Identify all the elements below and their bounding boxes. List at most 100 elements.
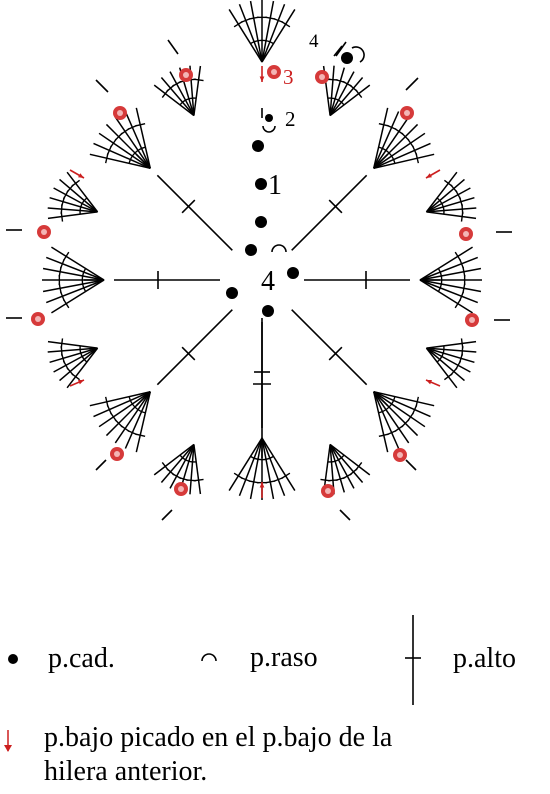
shell-stem [249, 0, 263, 63]
shell-stem [372, 391, 389, 453]
red-arrow-icon [78, 380, 84, 385]
shell-stem [261, 437, 275, 500]
shell-stem [89, 390, 151, 407]
side-shell-stem [169, 71, 195, 116]
bead-highlight [183, 72, 189, 78]
shell-stem [419, 267, 482, 281]
side-shell-stem [59, 347, 99, 382]
shell-tick [62, 251, 70, 261]
side-shell-stem [160, 443, 195, 483]
side-shell-stem [329, 71, 355, 116]
chain-dot-icon [226, 287, 238, 299]
center-ring [226, 45, 365, 317]
side-shell-stem [426, 347, 475, 364]
side-shell-tick [60, 338, 64, 349]
dc-spoke [156, 309, 233, 386]
bead-highlight [35, 316, 41, 322]
shell-stem [419, 246, 473, 281]
side-shell-arc [327, 97, 345, 106]
shell-stem [419, 256, 479, 281]
dc-spoke [291, 174, 368, 251]
side-shell-stem [329, 443, 364, 483]
shell-stem [373, 132, 426, 169]
shell-stem [42, 267, 105, 281]
side-shell-stem [153, 84, 195, 117]
side-shell-stem [425, 347, 458, 389]
slip-stitch-icon [351, 46, 365, 63]
side-shell-stem [49, 196, 98, 213]
row-label-2: 2 [285, 107, 296, 131]
shell-stem [419, 279, 479, 304]
legend-slip-label: p.raso [250, 642, 318, 673]
shell-stem [45, 256, 105, 281]
bead-highlight [319, 74, 325, 80]
shell-stem [238, 3, 263, 63]
shell-stem [124, 391, 151, 449]
shell-arc [378, 396, 396, 414]
side-shell-stem [153, 443, 195, 476]
side-shell-stem [329, 444, 346, 493]
side-shell-stem [59, 178, 99, 213]
shell-stem [135, 391, 152, 453]
chain-dot-icon [245, 244, 257, 256]
side-shell-stem [66, 171, 99, 213]
bead-highlight [469, 317, 475, 323]
side-shell-stem [426, 347, 477, 353]
shell-stem [261, 9, 296, 63]
bead-highlight [271, 69, 277, 75]
chain-dash [373, 391, 389, 407]
shell-tick [378, 433, 389, 438]
side-shell-tick [161, 461, 169, 471]
legend: p.cad. p.raso p.alto p.bajo picado en el… [4, 615, 516, 787]
shell-stem [98, 391, 151, 428]
dc-spoke [156, 174, 233, 251]
side-shell-stem [47, 207, 98, 213]
chain-dot-icon [255, 216, 267, 228]
side-shell-arc [436, 197, 445, 215]
red-arrow-icon [259, 482, 265, 488]
side-shell-stem [49, 347, 98, 364]
side-shell-stem [425, 347, 465, 382]
side-shell-arc [79, 345, 88, 363]
side-shell-tick [71, 179, 81, 187]
shell-stem [373, 111, 400, 169]
legend-dc-label: p.alto [453, 643, 516, 674]
side-shell-stem [193, 65, 202, 116]
shell-stem [135, 107, 152, 169]
arc-icon [201, 653, 217, 662]
filled-dot-icon [8, 654, 18, 664]
dc-crossbar [181, 199, 196, 214]
side-shell-stem [47, 211, 98, 220]
bead-highlight [463, 231, 469, 237]
row-label-1: 1 [268, 170, 282, 201]
shell-stem [42, 279, 105, 293]
bead-highlight [178, 486, 184, 492]
bead-highlight [117, 110, 123, 116]
side-shell-stem [53, 347, 98, 373]
side-shell-stem [426, 347, 471, 373]
side-shell-arc [179, 97, 197, 106]
row-label-4: 4 [309, 31, 319, 52]
side-shell-stem [160, 77, 195, 117]
bead-highlight [114, 451, 120, 457]
slip-stitch-icon [271, 244, 287, 253]
shell-stem [373, 142, 431, 169]
shell-stem [45, 279, 105, 304]
shell-stem [261, 3, 286, 63]
chain-dash [95, 79, 109, 93]
chain-dash [135, 153, 151, 169]
shell-stem [372, 107, 389, 169]
side-shell-stem [66, 347, 99, 389]
shell-stem [114, 116, 151, 169]
red-arrow-icon [426, 380, 432, 385]
side-shell-stem [53, 187, 98, 213]
chain-dot-icon [287, 267, 299, 279]
shell-stem [51, 279, 105, 314]
side-shell-stem [329, 444, 335, 495]
spokes-layer [114, 174, 410, 444]
shell-stem [228, 437, 263, 491]
side-shell-stem [47, 340, 98, 349]
side-shell-stem [329, 84, 371, 117]
side-shell-tick [320, 478, 331, 482]
dc-crossbar [181, 346, 196, 361]
